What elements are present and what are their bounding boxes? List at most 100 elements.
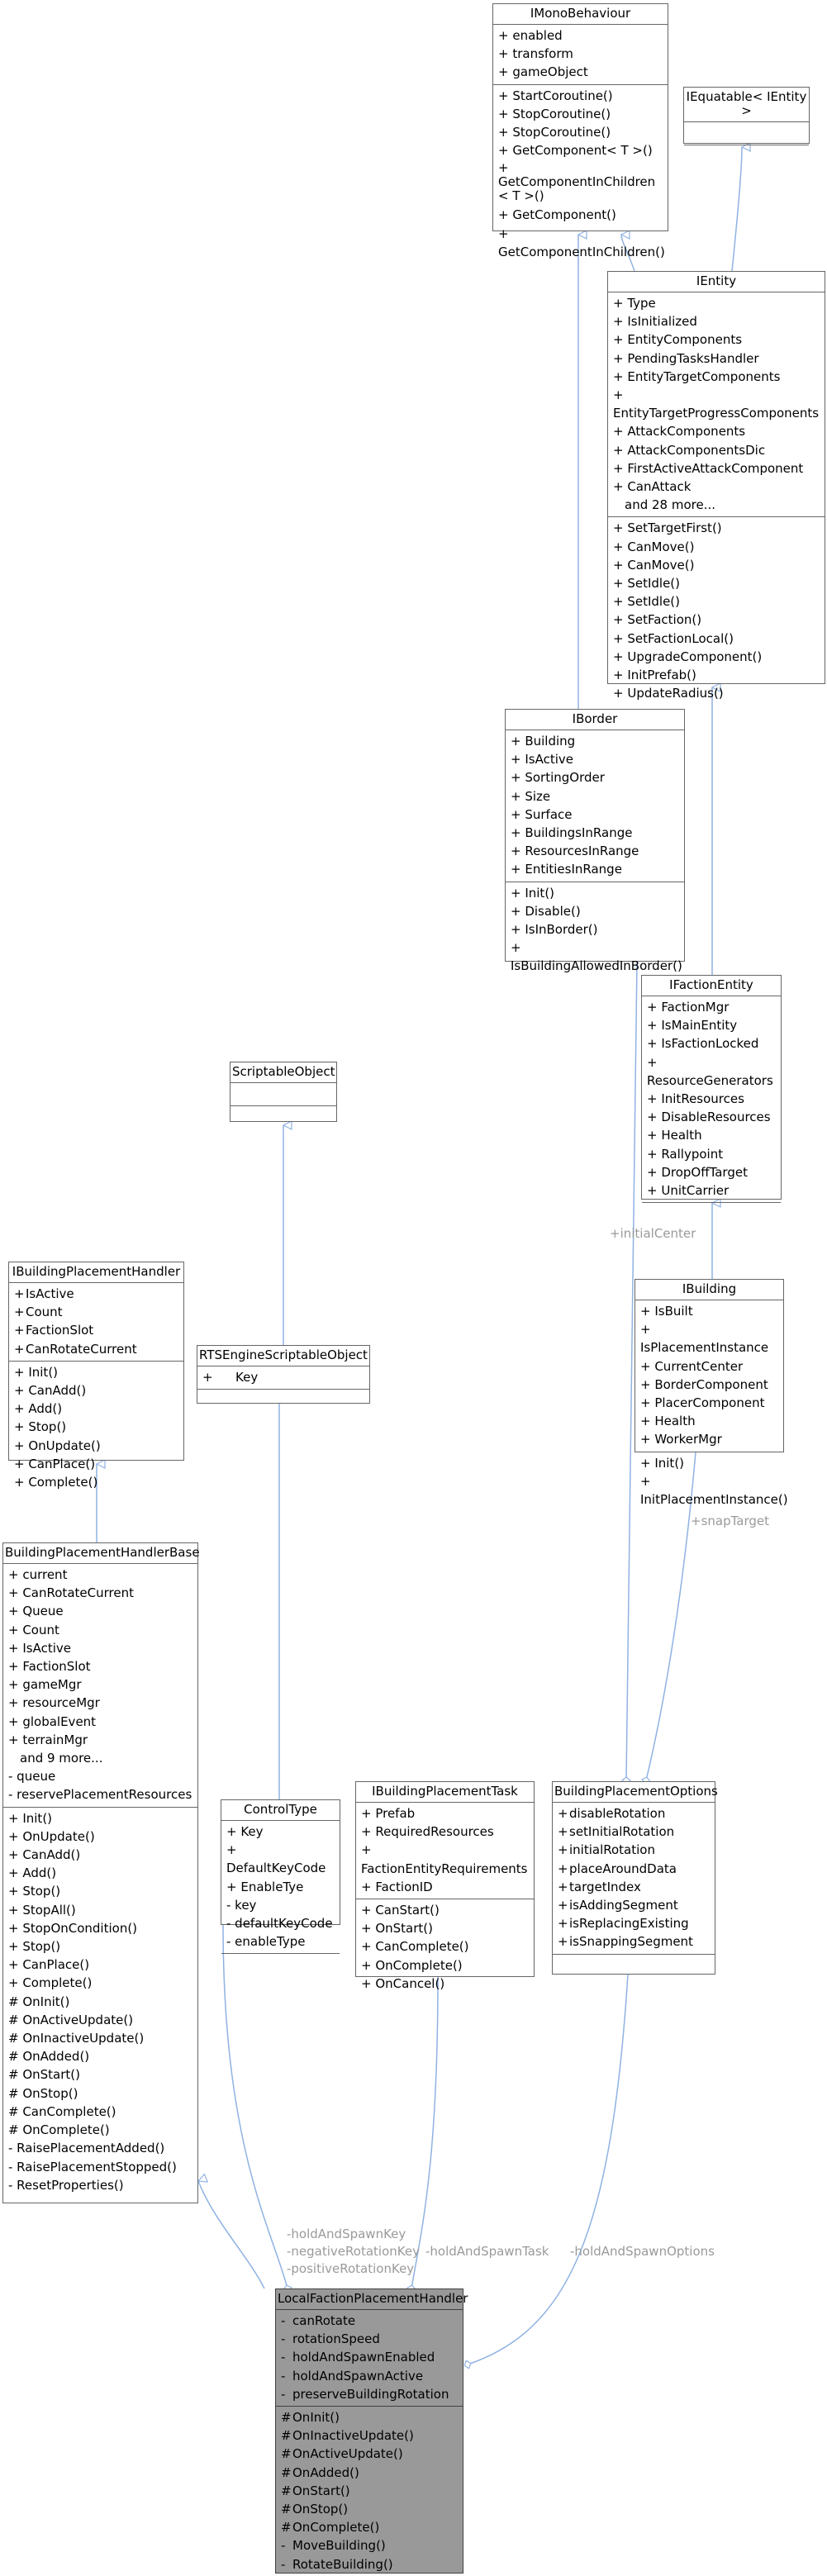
member-name: initialRotation: [569, 1842, 655, 1858]
class-attribute: + DisableResources: [647, 1110, 771, 1125]
class-attribute: + ResourceGenerators: [647, 1054, 773, 1088]
attributes-section: + FactionMgr+ IsMainEntity+ IsFactionLoc…: [642, 996, 781, 1204]
class-rtsenginescriptableobject[interactable]: RTSEngineScriptableObject +Key: [197, 1345, 370, 1404]
member-name: CanRotateCurrent: [26, 1341, 137, 1357]
more-members-note: and 9 more...: [20, 1751, 103, 1766]
class-title: ScriptableObject: [231, 1062, 336, 1083]
class-title: IBorder: [506, 710, 684, 730]
class-localfactionplacementhandler[interactable]: LocalFactionPlacementHandler-canRotate-r…: [275, 2288, 468, 2576]
class-operation: + StopCoroutine(): [498, 125, 611, 140]
class-attribute: + Health: [647, 1128, 702, 1143]
class-operation: #OnComplete(): [276, 2518, 463, 2536]
visibility-marker: -: [281, 2331, 286, 2347]
class-controltype[interactable]: ControlType+ Key+ DefaultKeyCode+ Enable…: [221, 1799, 340, 1955]
member-name: targetIndex: [569, 1879, 641, 1894]
class-attribute: + Type: [613, 296, 656, 311]
class-attribute: - queue: [8, 1769, 56, 1785]
class-attribute: + Prefab: [361, 1806, 416, 1821]
edge-localhandler-to-handlerbase: [198, 2181, 265, 2289]
member-name: MoveBuilding(): [292, 2538, 386, 2554]
class-operation: # OnStart(): [8, 2067, 80, 2083]
class-attribute: - defaultKeyCode: [226, 1916, 333, 1932]
class-operation: + IsInBorder(): [511, 922, 598, 938]
class-attribute: + RequiredResources: [361, 1824, 494, 1840]
class-attribute: + CanRotateCurrent: [8, 1585, 134, 1601]
member-name: RotateBuilding(): [292, 2556, 393, 2572]
class-operation: -RotateBuilding(): [276, 2555, 463, 2574]
member-name: OnStop(): [292, 2502, 349, 2517]
class-attribute: + enabled: [498, 28, 563, 43]
class-attribute: + Key: [226, 1824, 264, 1839]
class-operation: #OnActiveUpdate(): [276, 2445, 463, 2463]
visibility-marker: +: [14, 1341, 25, 1357]
operations-section: [553, 1955, 715, 1977]
visibility-marker: -: [281, 2350, 286, 2365]
class-attribute: + gameObject: [498, 64, 588, 80]
class-scriptableobject[interactable]: ScriptableObject: [230, 1062, 337, 1122]
attributes-section: +disableRotation+setInitialRotation+init…: [553, 1803, 715, 1955]
class-operation: + CanMove(): [613, 539, 695, 554]
visibility-marker: +: [14, 1286, 25, 1301]
class-attribute: + AttackComponents: [613, 424, 746, 440]
operations-section: + Init()+ InitPlacementInstance(): [635, 1452, 788, 1512]
class-attribute: + Surface: [511, 806, 573, 822]
class-ientity[interactable]: IEntity+ Type+ IsInitialized+ EntityComp…: [607, 271, 825, 701]
class-ibuilding[interactable]: IBuilding+ IsBuilt+ IsPlacementInstance+…: [635, 1279, 788, 1507]
class-operation: # OnComplete(): [8, 2122, 110, 2138]
operations-section: + SetTargetFirst()+ CanMove()+ CanMove()…: [608, 517, 825, 705]
class-attribute: + Count: [8, 1622, 59, 1637]
class-iequatable[interactable]: IEquatable< IEntity >: [683, 87, 810, 145]
class-attribute: + EntityTargetComponents: [613, 368, 781, 384]
class-ibuildingplacementtask[interactable]: IBuildingPlacementTask+ Prefab+ Required…: [355, 1781, 535, 1991]
class-operation: + GetComponentInChildren(): [498, 226, 665, 259]
visibility-marker: #: [281, 2428, 292, 2444]
attributes-section: + current+ CanRotateCurrent+ Queue+ Coun…: [3, 1564, 197, 1808]
class-title: BuildingPlacementHandlerBase: [3, 1543, 200, 1564]
class-attribute: + EnableTye: [226, 1879, 304, 1894]
class-buildingplacementhandlerbase[interactable]: BuildingPlacementHandlerBase+ current+ C…: [2, 1542, 200, 2203]
class-attribute: + DropOffTarget: [647, 1164, 748, 1180]
class-operation: + Stop(): [8, 1884, 61, 1899]
visibility-marker: +: [558, 1806, 568, 1821]
class-operation: + Init(): [8, 1810, 53, 1826]
class-attribute: - key: [226, 1897, 257, 1913]
class-operation: + Stop(): [8, 1939, 61, 1955]
class-attribute: +Key: [197, 1368, 369, 1386]
operations-section: [221, 1954, 340, 1976]
member-name: disableRotation: [569, 1806, 666, 1821]
class-operation: + UpgradeComponent(): [613, 649, 763, 664]
class-attribute: + FactionID: [361, 1879, 433, 1894]
class-ibuildingplacementhandler[interactable]: IBuildingPlacementHandler+IsActive+Count…: [8, 1262, 184, 1490]
class-title: RTSEngineScriptableObject: [197, 1346, 369, 1366]
class-iborder[interactable]: IBorder+ Building+ IsActive+ SortingOrde…: [505, 709, 685, 973]
class-operation: + CanStart(): [361, 1903, 440, 1918]
visibility-marker: +: [14, 1305, 25, 1320]
class-operation: + GetComponentInChildren < T >(): [498, 160, 656, 204]
class-attribute: + IsActive: [8, 1640, 71, 1656]
member-name: Count: [26, 1305, 63, 1320]
class-buildingplacementoptions[interactable]: BuildingPlacementOptions+disableRotation…: [552, 1781, 718, 1977]
class-ifactionentity[interactable]: IFactionEntity+ FactionMgr+ IsMainEntity…: [641, 975, 782, 1204]
class-title: IBuildingPlacementHandler: [9, 1262, 183, 1283]
class-operation: + UpdateRadius(): [613, 686, 724, 701]
class-attribute: + WorkerMgr: [640, 1432, 722, 1447]
class-operation: + Stop(): [14, 1419, 67, 1435]
class-operation: - ResetProperties(): [8, 2177, 124, 2193]
class-operation: -MoveBuilding(): [276, 2536, 463, 2555]
class-attribute: + IsPlacementInstance: [640, 1322, 769, 1356]
class-operation: + SetIdle(): [613, 594, 681, 610]
attributes-section: [231, 1083, 336, 1106]
class-imonobehaviour[interactable]: IMonoBehaviour+ enabled+ transform+ game…: [492, 3, 668, 259]
class-operation: + GetComponent< T >(): [498, 143, 653, 159]
class-attribute: +CanRotateCurrent: [9, 1340, 183, 1358]
class-attribute: + InitResources: [647, 1091, 744, 1107]
edge-ientity-to-imonobehaviour: [621, 235, 635, 272]
class-operation: + GetComponent(): [498, 207, 616, 223]
member-name: rotationSpeed: [292, 2331, 380, 2347]
class-attribute: - enableType: [226, 1934, 306, 1950]
class-attribute: + FactionSlot: [8, 1659, 91, 1675]
member-name: isReplacingExisting: [569, 1916, 689, 1932]
operations-section: + Init()+ Disable()+ IsInBorder()+ IsBui…: [506, 882, 684, 978]
class-attribute: + EntityTargetProgressComponents: [613, 387, 820, 421]
operations-section: #OnInit()#OnInactiveUpdate()#OnActiveUpd…: [276, 2407, 463, 2576]
